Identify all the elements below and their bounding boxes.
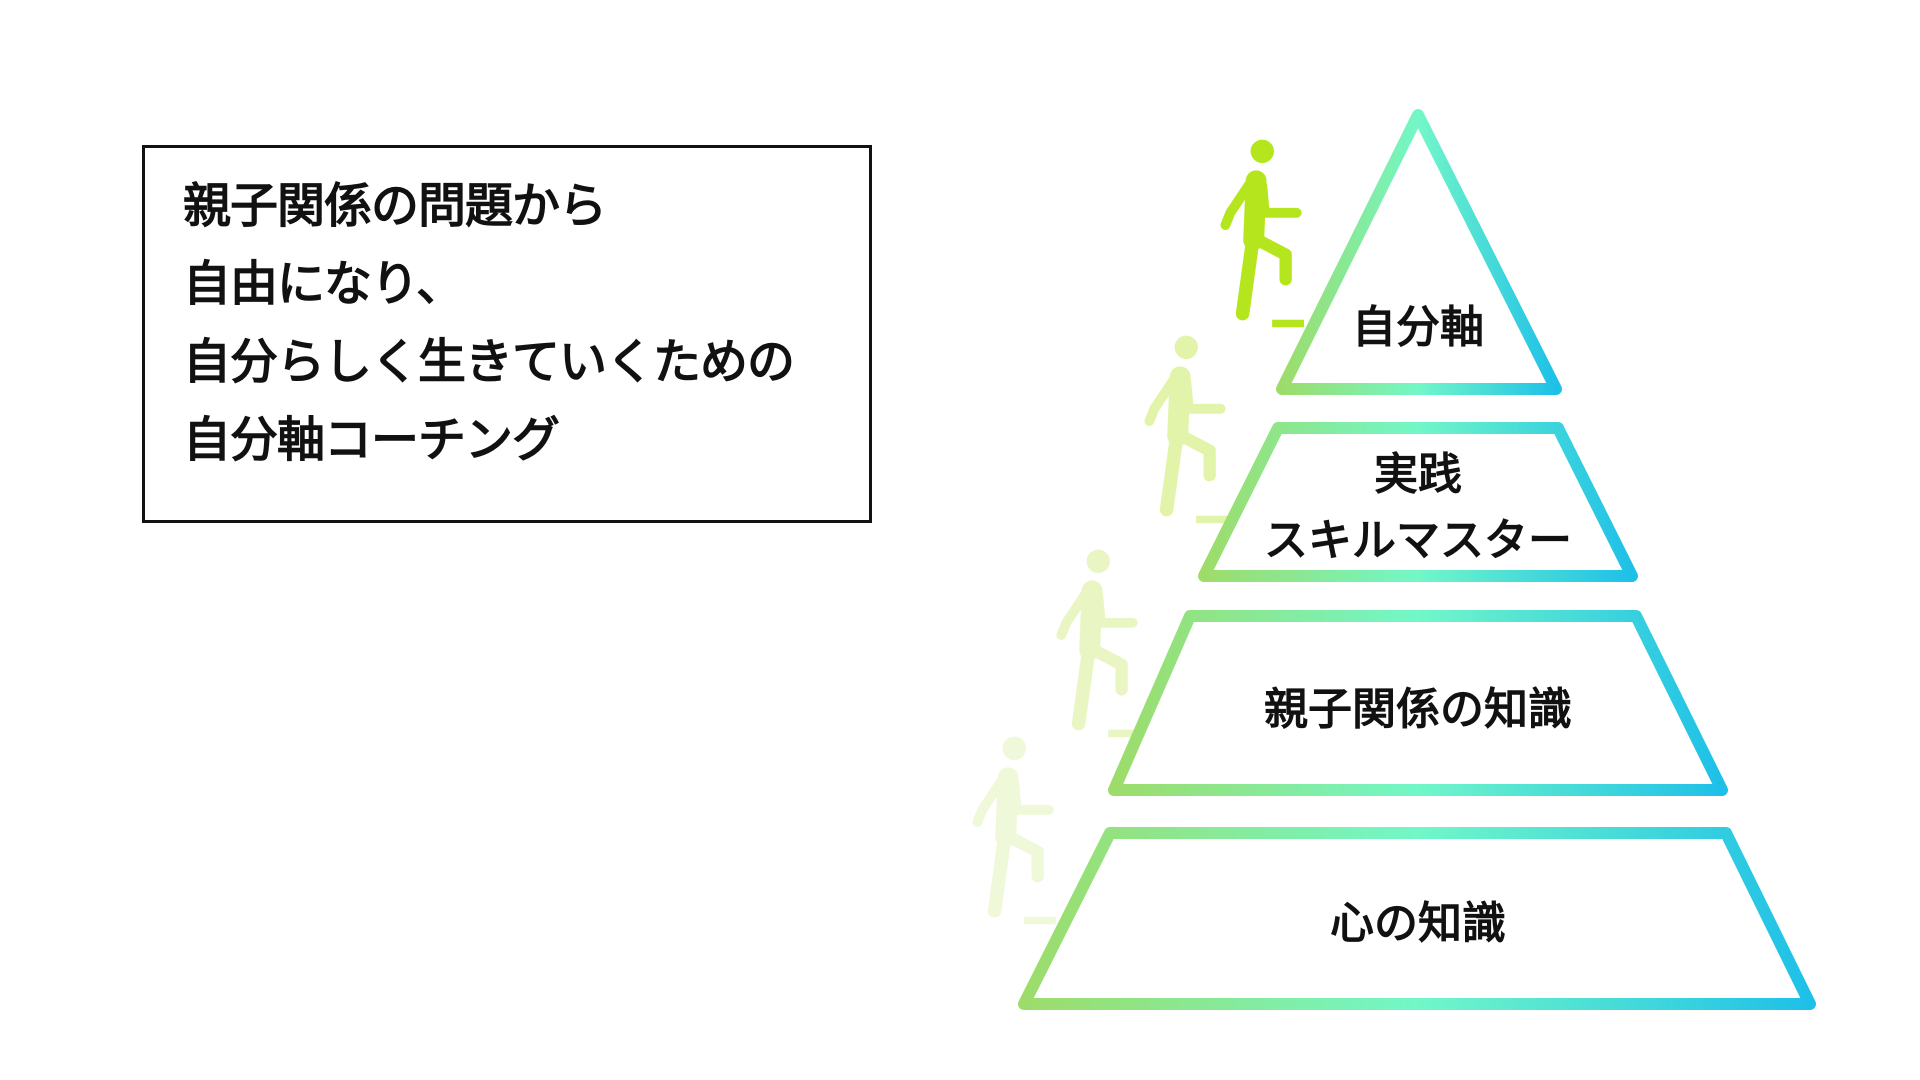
title-line-1: 親子関係の問題から [183, 178, 607, 234]
walker-icon-3 [1061, 550, 1140, 733]
walker-icon-1 [1225, 140, 1304, 323]
walker-icon-2 [1149, 336, 1228, 519]
pyramid-tier-2 [1198, 422, 1638, 582]
tier-label-parent-child-knowledge: 親子関係の知識 [1264, 684, 1572, 735]
tier-label-jissen: 実践 [1374, 449, 1462, 500]
tier-label-mind-knowledge: 心の知識 [1330, 898, 1506, 949]
tier-label-skill-master: スキルマスター [1264, 515, 1572, 566]
pyramid-tier-3 [1108, 610, 1728, 796]
pyramid-tier-4 [1018, 827, 1816, 1010]
title-box: 親子関係の問題から 自由になり、 自分らしく生きていくための 自分軸コーチング [142, 145, 872, 523]
walker-icon-4 [977, 737, 1056, 920]
tier-label-jibunjiku: 自分軸 [1352, 302, 1484, 353]
title-line-3: 自分らしく生きていくための [183, 334, 795, 390]
title-line-4: 自分軸コーチング [183, 412, 560, 468]
title-line-2: 自由になり、 [183, 256, 464, 312]
pyramid-tier-top [1276, 109, 1562, 395]
